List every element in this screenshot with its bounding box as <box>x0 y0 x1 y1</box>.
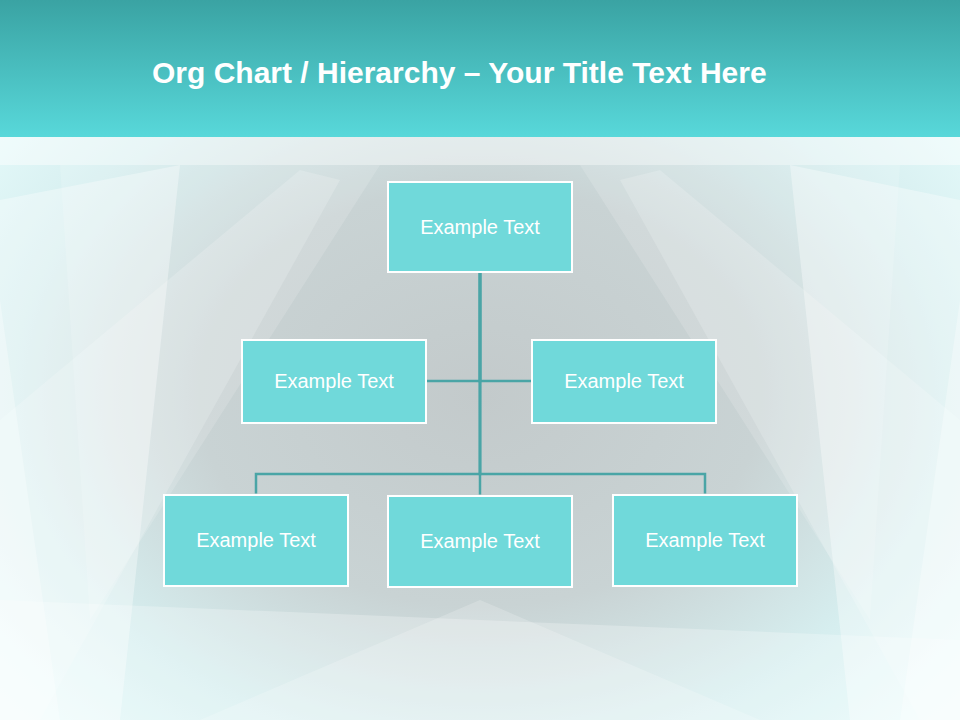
streaks <box>0 165 960 720</box>
header-band <box>0 0 960 137</box>
box-label: Example Text <box>274 370 394 393</box>
slide-title: Org Chart / Hierarchy – Your Title Text … <box>152 56 767 90</box>
org-connector <box>480 273 531 381</box>
org-box: Example Text <box>387 181 573 273</box>
box-label: Example Text <box>420 216 540 239</box>
org-box: Example Text <box>387 495 573 588</box>
org-box: Example Text <box>612 494 798 587</box>
org-connector <box>480 273 705 494</box>
org-connector <box>256 273 480 494</box>
org-box: Example Text <box>163 494 349 587</box>
header-shadow-band <box>0 137 960 165</box>
box-label: Example Text <box>564 370 684 393</box>
box-label: Example Text <box>196 529 316 552</box>
org-box: Example Text <box>241 339 427 424</box>
box-label: Example Text <box>645 529 765 552</box>
box-label: Example Text <box>420 530 540 553</box>
org-connector <box>427 273 480 381</box>
org-box: Example Text <box>531 339 717 424</box>
